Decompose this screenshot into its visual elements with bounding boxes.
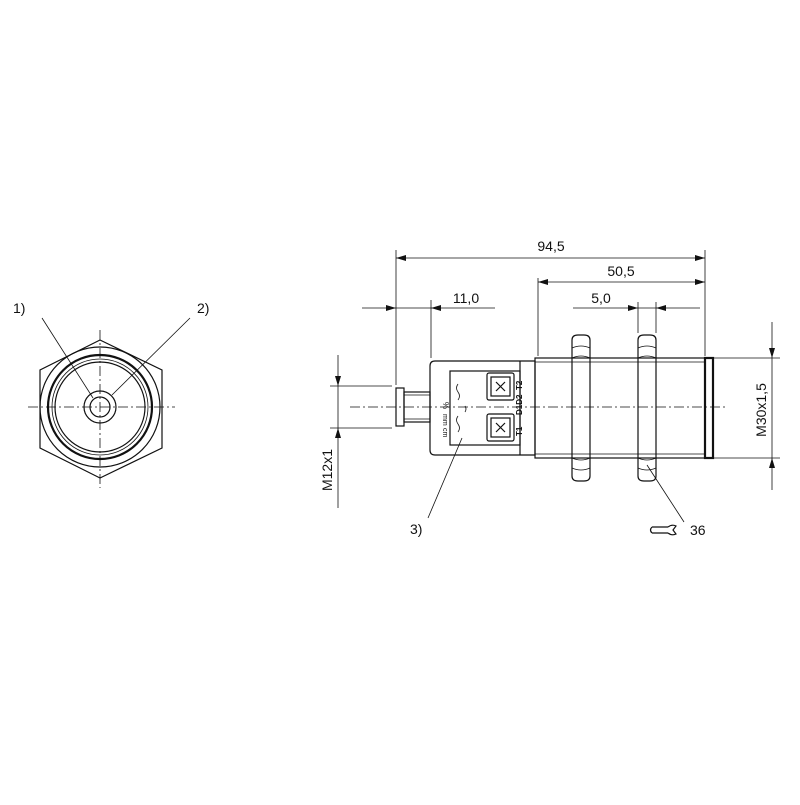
front-view: 1) 2): [13, 300, 209, 488]
callout-1-label: 1): [13, 300, 25, 316]
side-view: % mm cm T2 D1D2 T1: [319, 238, 780, 538]
callout-2-label: 2): [197, 300, 209, 316]
dim-connector-length: 11,0: [453, 290, 479, 306]
panel-label-t2: T2: [515, 380, 524, 390]
cross-icon: [495, 381, 506, 392]
cross-icon: [495, 422, 506, 433]
leader-1: [41, 317, 94, 399]
panel-label-t1: T1: [515, 426, 524, 436]
leader-3: [427, 437, 463, 519]
lock-nut-1: [571, 334, 591, 482]
callout-3-label: 3): [410, 521, 422, 537]
panel-label-pct: %: [441, 402, 450, 409]
panel-label-cm: cm: [441, 428, 448, 438]
teach-button-lower[interactable]: [486, 413, 515, 442]
dim-total-length: 94,5: [537, 238, 564, 254]
rear-housing: % mm cm T2 D1D2 T1: [429, 360, 536, 456]
teach-button-upper[interactable]: [486, 372, 515, 401]
leader-wrench: [646, 464, 685, 523]
led-window-symbol: [456, 383, 460, 401]
dim-connector-thread: M12x1: [319, 449, 335, 491]
threaded-housing: [534, 356, 715, 460]
control-panel: [449, 370, 521, 446]
panel-label-mm: mm: [441, 414, 448, 426]
panel-label-d1d2: D1D2: [515, 394, 524, 415]
dim-thread-length: 50,5: [607, 263, 634, 279]
dim-housing-thread: M30x1,5: [753, 383, 769, 437]
dim-nut-thickness: 5,0: [591, 290, 611, 306]
sensor-front-face: [703, 356, 715, 460]
lock-nut-2: [637, 334, 657, 482]
wrench-icon: [649, 524, 677, 536]
hex-nut-outline: [39, 339, 163, 479]
wrench-size-label: 36: [690, 522, 706, 538]
leader-2: [111, 317, 191, 396]
